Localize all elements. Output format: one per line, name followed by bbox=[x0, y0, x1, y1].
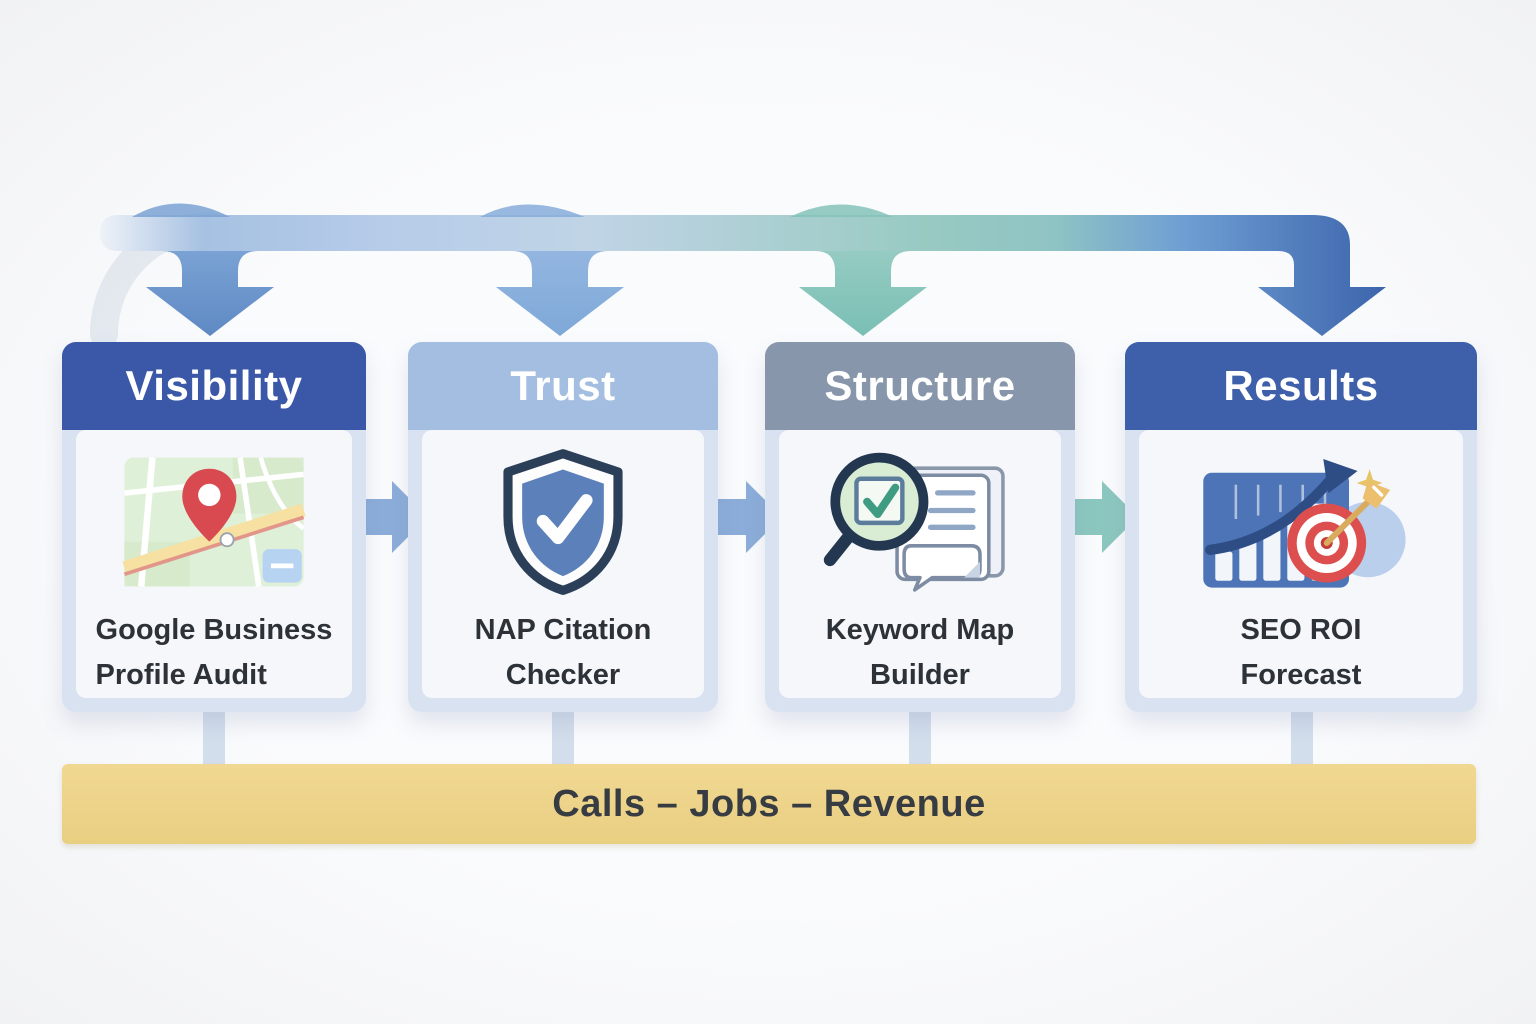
outcome-label: Calls – Jobs – Revenue bbox=[552, 782, 986, 825]
connector-stem-3 bbox=[909, 710, 931, 766]
top-pipe bbox=[100, 215, 1386, 336]
stage-body: SEO ROI Forecast bbox=[1139, 430, 1463, 698]
branch-bump-2 bbox=[480, 204, 585, 217]
stage-title: Results bbox=[1223, 362, 1379, 409]
branch-bump-3 bbox=[790, 204, 893, 217]
pipe-start-swoosh bbox=[90, 212, 226, 348]
stage-title: Structure bbox=[824, 362, 1016, 409]
stage-header-visibility: Visibility bbox=[62, 342, 366, 430]
tool-label: NAP Citation Checker bbox=[422, 608, 704, 698]
stage-body: NAP Citation Checker bbox=[422, 430, 704, 698]
stage-body: Google Business Profile Audit bbox=[76, 430, 352, 698]
stage-title: Trust bbox=[510, 362, 616, 409]
connector-stem-2 bbox=[552, 710, 574, 766]
outcome-bar: Calls – Jobs – Revenue bbox=[62, 764, 1476, 844]
map-pin-icon bbox=[114, 446, 314, 598]
tool-label: Keyword Map Builder bbox=[779, 608, 1061, 698]
tool-name: SEO ROI Forecast bbox=[1240, 614, 1362, 691]
stage-card-structure: Structure Keyword Map bbox=[765, 342, 1075, 712]
stage-card-trust: Trust NAP Citation Checker bbox=[408, 342, 718, 712]
magnifier-document-icon bbox=[810, 446, 1030, 598]
branch-bump-1 bbox=[132, 203, 230, 217]
tool-name: Google Business Profile Audit bbox=[95, 614, 333, 691]
stage-header-structure: Structure bbox=[765, 342, 1075, 430]
tool-name: NAP Citation Checker bbox=[474, 614, 652, 691]
tool-label: SEO ROI Forecast bbox=[1139, 608, 1463, 698]
stage-title: Visibility bbox=[125, 362, 303, 409]
stage-header-trust: Trust bbox=[408, 342, 718, 430]
stage-card-results: Results bbox=[1125, 342, 1477, 712]
connector-stem-4 bbox=[1291, 710, 1313, 766]
chart-target-icon bbox=[1181, 446, 1421, 598]
connector-stem-1 bbox=[203, 710, 225, 766]
down-arrow-2 bbox=[496, 251, 624, 336]
down-arrow-3 bbox=[799, 251, 927, 336]
tool-name: Keyword Map Builder bbox=[825, 614, 1015, 691]
shield-check-icon bbox=[488, 446, 638, 598]
stage-body: Keyword Map Builder bbox=[779, 430, 1061, 698]
tool-label: Google Business Profile Audit bbox=[76, 608, 352, 698]
stage-header-results: Results bbox=[1125, 342, 1477, 430]
down-arrow-1 bbox=[146, 251, 274, 336]
stage-card-visibility: Visibility bbox=[62, 342, 366, 712]
